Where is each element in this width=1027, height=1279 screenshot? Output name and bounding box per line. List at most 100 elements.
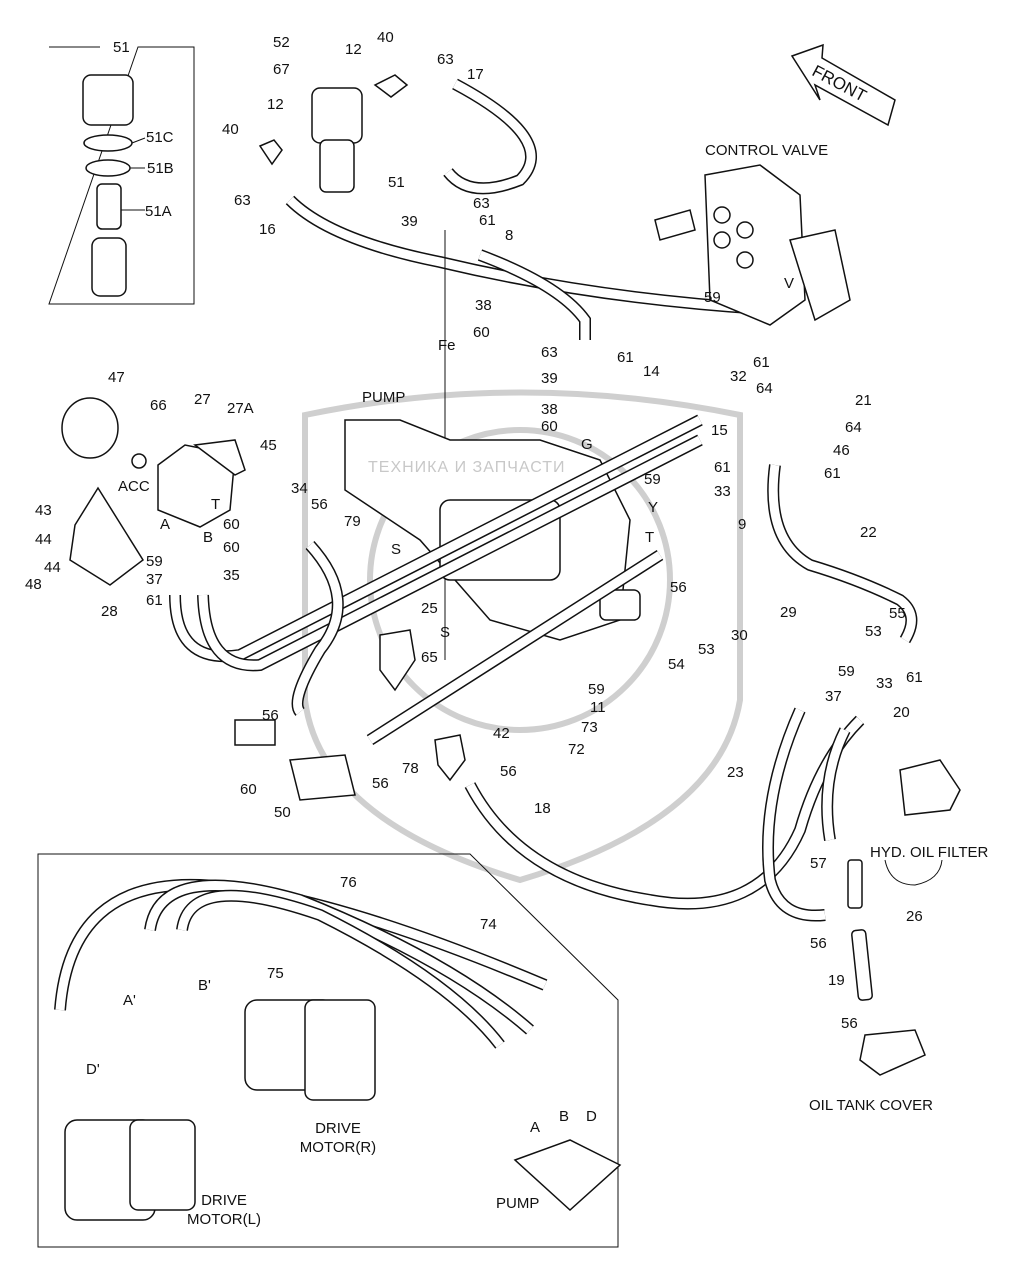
drive-motor-inset	[37, 853, 622, 1248]
callout-15: 15	[711, 422, 728, 439]
callout-59: 59	[644, 471, 661, 488]
callout-46: 46	[833, 442, 850, 459]
callout-11: 11	[590, 699, 606, 716]
callout-12: 12	[345, 41, 362, 58]
callout-45: 45	[260, 437, 277, 454]
callout-61: 61	[479, 212, 496, 229]
callout-47: 47	[108, 369, 125, 386]
callout-61: 61	[906, 669, 923, 686]
port-t1: T	[211, 496, 221, 513]
callout-18: 18	[534, 800, 551, 817]
pump-port-b: B	[559, 1108, 570, 1125]
return-filter-51	[258, 74, 409, 193]
callout-40: 40	[222, 121, 239, 138]
callout-17: 17	[467, 66, 484, 83]
callout-33: 33	[876, 675, 893, 692]
callout-67: 67	[273, 61, 290, 78]
callout-65: 65	[421, 649, 438, 666]
callout-33: 33	[714, 483, 731, 500]
part-51a: 51A	[145, 203, 172, 220]
callout-25: 25	[421, 600, 438, 617]
callout-29: 29	[780, 604, 797, 621]
callout-27a: 27A	[227, 400, 254, 417]
watermark-shield	[302, 389, 743, 884]
callout-54: 54	[668, 656, 685, 673]
callout-53: 53	[698, 641, 715, 658]
port-fe: Fe	[438, 337, 456, 354]
port-v: V	[784, 275, 795, 292]
port-d-prime: D'	[86, 1061, 100, 1078]
callout-76: 76	[340, 874, 357, 891]
callout-61: 61	[824, 465, 841, 482]
callout-63: 63	[473, 195, 490, 212]
callout-22: 22	[860, 524, 877, 541]
port-a-prime: A'	[123, 992, 136, 1009]
upper-hoses	[285, 78, 781, 660]
callout-56: 56	[810, 935, 827, 952]
callout-35: 35	[223, 567, 240, 584]
pump-port-d: D	[586, 1108, 597, 1125]
callout-43: 43	[35, 502, 52, 519]
pump-port-a: A	[530, 1119, 541, 1136]
callout-51: 51	[388, 174, 405, 191]
callout-56: 56	[500, 763, 517, 780]
callout-28: 28	[101, 603, 118, 620]
part-51b: 51B	[147, 160, 174, 177]
callout-48: 48	[25, 576, 42, 593]
callout-37: 37	[146, 571, 163, 588]
callout-12: 12	[267, 96, 284, 113]
port-s2: S	[440, 624, 451, 641]
callout-64: 64	[756, 380, 773, 397]
callout-53: 53	[865, 623, 882, 640]
tee-fitting-50	[234, 629, 466, 801]
callout-21: 21	[855, 392, 872, 409]
callout-57: 57	[810, 855, 827, 872]
drive-motor-r-line1: DRIVE	[315, 1120, 361, 1137]
accumulator-valve-block	[61, 397, 246, 586]
watermark-text: ТЕХНИКА И ЗАПЧАСТИ	[368, 459, 566, 476]
inset-title: 51	[113, 39, 130, 56]
callout-60: 60	[240, 781, 257, 798]
callout-19: 19	[828, 972, 845, 989]
callout-20: 20	[893, 704, 910, 721]
callout-56: 56	[670, 579, 687, 596]
callout-78: 78	[402, 760, 419, 777]
callout-39: 39	[401, 213, 418, 230]
hyd-oil-filter-label: HYD. OIL FILTER	[870, 844, 989, 861]
callout-38: 38	[475, 297, 492, 314]
port-a: A	[160, 516, 171, 533]
callout-14: 14	[643, 363, 660, 380]
callout-32: 32	[730, 368, 747, 385]
callout-61: 61	[617, 349, 634, 366]
acc-label: ACC	[118, 478, 150, 495]
callout-8: 8	[505, 227, 514, 244]
callout-60: 60	[223, 539, 240, 556]
callout-37: 37	[825, 688, 842, 705]
port-s1: S	[391, 541, 402, 558]
callout-16: 16	[259, 221, 276, 238]
callout-30: 30	[731, 627, 748, 644]
callout-74: 74	[480, 916, 497, 933]
filter-inset-box	[48, 46, 195, 305]
mid-hoses	[169, 414, 918, 922]
callout-55: 55	[889, 605, 906, 622]
callout-59: 59	[704, 289, 721, 306]
callout-42: 42	[493, 725, 510, 742]
part-51c: 51C	[146, 129, 174, 146]
callout-66: 66	[150, 397, 167, 414]
callout-60: 60	[473, 324, 490, 341]
drive-motor-r-line2: MOTOR(R)	[299, 1138, 377, 1156]
callout-27: 27	[194, 391, 211, 408]
callout-26: 26	[906, 908, 923, 925]
callout-9: 9	[738, 516, 747, 533]
callout-60: 60	[541, 418, 558, 435]
callout-56: 56	[262, 707, 279, 724]
callout-34: 34	[291, 480, 308, 497]
callout-23: 23	[727, 764, 744, 781]
control-valve	[654, 164, 851, 326]
callout-59: 59	[588, 681, 605, 698]
callout-61: 61	[714, 459, 731, 476]
callout-63: 63	[437, 51, 454, 68]
